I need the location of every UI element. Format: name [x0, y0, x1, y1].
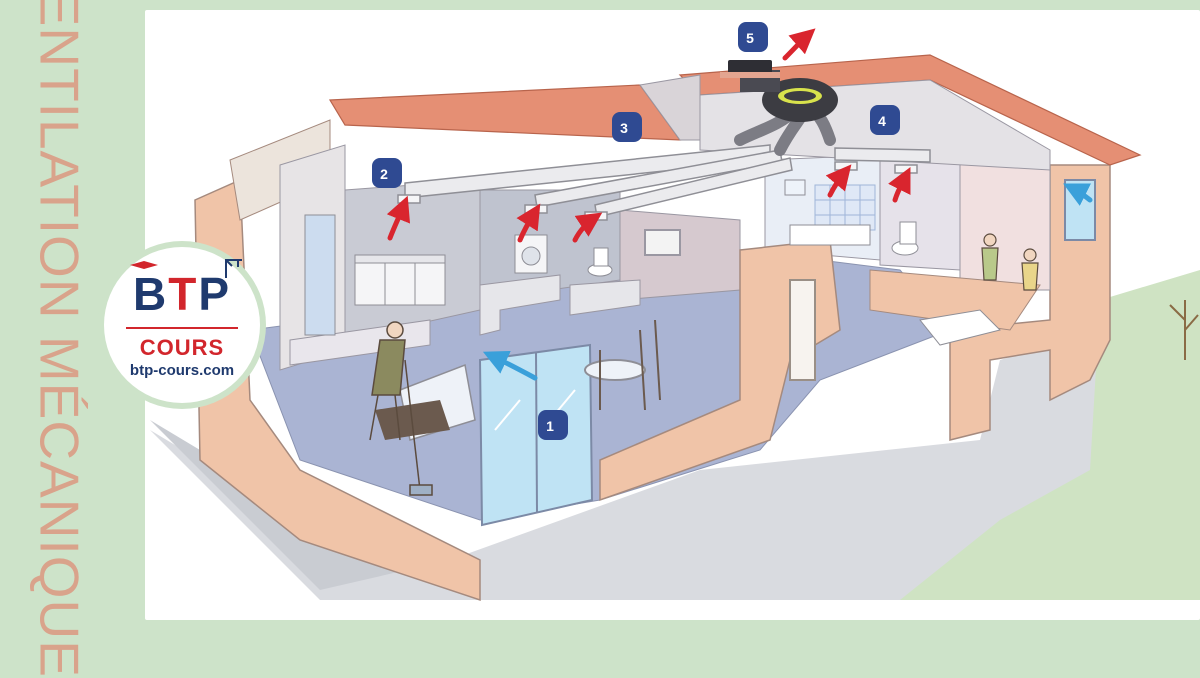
- red-exhaust-arrow: [386, 195, 411, 241]
- partition-wc: [569, 279, 641, 316]
- wall-toilet: [879, 159, 961, 271]
- partition-bedroom: [869, 269, 1041, 331]
- logo-letter-b: B: [132, 268, 169, 320]
- partition-living: [599, 239, 841, 502]
- outer-wall-front: [194, 178, 481, 602]
- bathroom-tiles: [814, 184, 876, 231]
- svg-text:1: 1: [546, 418, 554, 434]
- blue-intake-arrow: [1063, 183, 1093, 206]
- badge-1: 1: [538, 410, 568, 440]
- toilet-2: [891, 221, 919, 256]
- title-text: VENTILATION MÉCANIQUE: [28, 0, 91, 678]
- red-exhaust-arrow: [825, 164, 852, 198]
- svg-text:3: 3: [620, 120, 628, 136]
- btp-cours-logo[interactable]: BTP COURS btp-cours.com: [104, 247, 260, 403]
- bathroom-mirror: [784, 179, 806, 196]
- house-cutaway-illustration: 1 2 3 4 5: [150, 22, 1200, 602]
- duct-branch-bath: [834, 147, 931, 163]
- window-back: [644, 229, 681, 256]
- tree: [1169, 300, 1199, 360]
- svg-text:5: 5: [746, 30, 754, 46]
- person-vacuuming: [369, 321, 433, 496]
- logo-divider: [126, 327, 238, 329]
- logo-letters: BTP: [104, 271, 260, 317]
- dining-set: [584, 319, 661, 411]
- red-exhaust-arrow: [888, 167, 911, 203]
- vertical-title: VENTILATION MÉCANIQUE: [24, 0, 94, 678]
- svg-text:4: 4: [878, 113, 886, 129]
- door-interior: [789, 279, 816, 381]
- ground: [150, 330, 1200, 600]
- duct-network: [397, 144, 931, 221]
- logo-letter-t: T: [168, 268, 199, 320]
- red-exhaust-arrow: [572, 212, 603, 243]
- children-reading: [981, 233, 1039, 291]
- patio-door: [478, 343, 594, 527]
- red-exhaust-arrows: [386, 28, 911, 243]
- crane-icon: [225, 259, 242, 278]
- duct-vent-toilet: [894, 164, 918, 174]
- partition-corridor: [479, 274, 561, 336]
- badge-5: 5: [738, 22, 768, 52]
- logo-website[interactable]: btp-cours.com: [129, 362, 235, 379]
- fridge-door: [304, 214, 336, 336]
- badge-2: 2: [372, 158, 402, 188]
- window-right: [1064, 179, 1096, 241]
- red-exhaust-arrow: [516, 203, 541, 243]
- red-exhaust-arrow: [782, 28, 816, 61]
- duct-vent-2: [397, 194, 421, 204]
- blue-intake-arrows: [482, 183, 1093, 381]
- badge-4: 4: [870, 105, 900, 135]
- graduation-cap-icon: [130, 261, 158, 269]
- blue-intake-arrow: [482, 350, 538, 381]
- logo-brand: COURS: [139, 335, 225, 360]
- badge-3: 3: [612, 112, 642, 142]
- duct-vent-bath: [834, 161, 858, 171]
- bed: [919, 309, 1001, 346]
- kitchen-units: [354, 254, 446, 306]
- lawn: [900, 270, 1200, 600]
- extraction-fan-unit: [720, 60, 838, 122]
- svg-text:2: 2: [380, 166, 388, 182]
- logo-letter-p: P: [198, 268, 232, 320]
- toilet-1: [587, 247, 613, 277]
- bathtub: [789, 224, 871, 246]
- diagram-stage: VENTILATION MÉCANIQUE: [24, 0, 1200, 678]
